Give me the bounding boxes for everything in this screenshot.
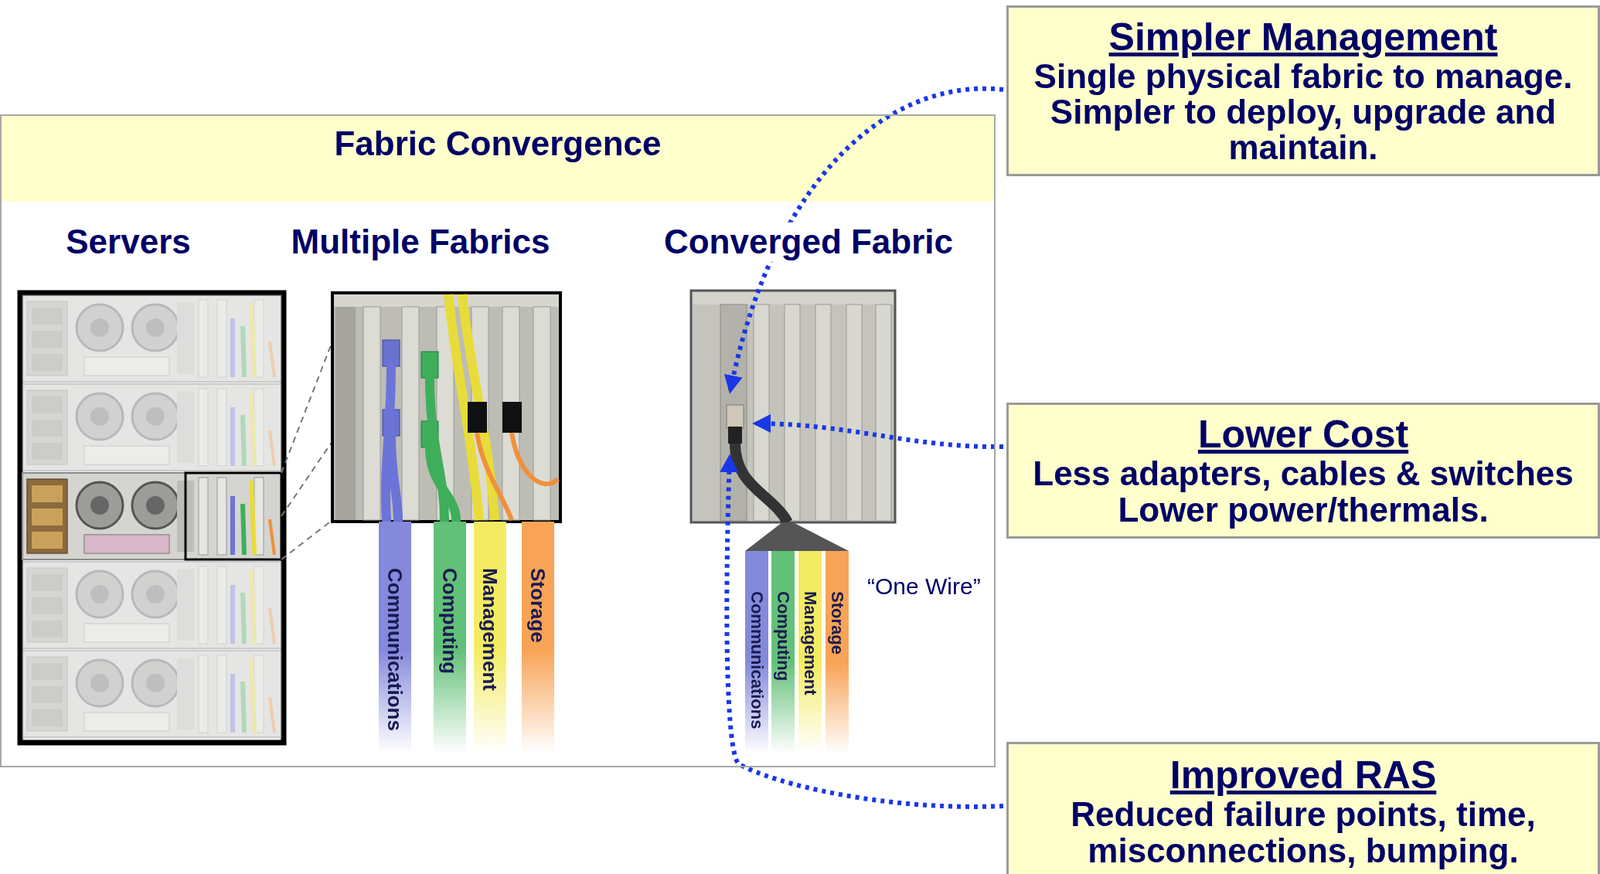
converged-fabric-photo [815,304,831,521]
converged-band: Communications [745,551,769,754]
multiple-fabrics-photo [462,294,495,521]
band-label: Computing [439,568,462,675]
fabric-panel: Fabric ConvergenceCommunications Computin… [0,114,996,768]
column-heading: Multiple Fabrics [286,222,555,263]
server-rack [22,650,282,738]
column-heading: Converged Fabric [659,222,958,263]
multiple-fabrics-photo [533,306,551,521]
zoom-lines [281,341,333,560]
converged-band: Computing [771,551,795,754]
one-wire-fan-out [745,522,849,552]
callout-box: Lower CostLess adapters, cables & switch… [1006,402,1600,539]
callout-heading: Simpler Management [1019,16,1587,59]
server-rack [22,384,282,471]
multiple-fabrics-photo [502,401,522,433]
converged-band: Storage [825,551,849,754]
multiple-fabrics-photo [332,292,561,522]
panel-header-band [0,114,996,202]
converged-fabric-photo [691,290,896,523]
band-label: Storage [827,591,847,655]
callout-box: Simpler ManagementSingle physical fabric… [1006,5,1600,177]
band-label: Communications [384,568,407,732]
multiple-fabrics-photo [511,432,559,484]
server-rack [31,508,63,526]
callout-box: Improved RASReduced failure points, time… [1006,742,1600,874]
fabric-band: Storage [521,521,555,754]
converged-fabric-photo [846,304,862,521]
zoom-lines [281,520,333,560]
server-rack [22,561,282,649]
callout-body: Single physical fabric to manage. Simple… [1019,58,1587,167]
wire-note: “One Wire” [867,573,981,601]
column-heading: Servers [61,222,195,263]
multiple-fabrics-photo [467,401,487,433]
band-label: Computing [773,591,793,681]
callout-body: Reduced failure points, time, misconnect… [1019,796,1587,869]
fabric-band: Communications [378,521,412,754]
multiple-fabrics-photo [401,306,419,521]
converged-fabric-photo [784,304,800,521]
callout-arrow [755,423,1004,447]
converged-fabric-photo [875,304,892,521]
server-rack [20,292,284,743]
fabric-band: Management [473,521,507,754]
multiple-fabrics-photo [429,447,457,521]
band-label: Management [479,568,502,692]
converged-fabric-photo [692,292,894,305]
panel-heading: Fabric Convergence [1,115,995,172]
server-rack [22,473,282,560]
multiple-fabrics-photo [476,432,512,521]
server-rack [84,534,170,554]
callout-arrow [726,457,1004,807]
band-label: Management [800,591,820,695]
callout-heading: Improved RAS [1019,754,1587,797]
server-rack [20,292,284,743]
fabric-band: Computing [433,521,467,754]
callout-body: Less adapters, cables & switches Lower p… [1019,456,1587,528]
server-rack [185,473,282,560]
server-rack [31,485,63,503]
callout-arrows [726,88,1004,807]
multiple-fabrics-photo [391,435,399,521]
converged-fabric-photo [720,304,747,521]
server-rack [27,479,68,554]
multiple-fabrics-photo [363,306,381,521]
band-label: Communications [747,591,766,729]
converged-fabric-photo [735,443,788,523]
converged-fabric-photo [728,426,743,444]
converged-band: Management [798,551,822,754]
server-rack [31,531,63,549]
converged-fabric-photo [726,405,744,429]
band-label: Storage [527,568,550,644]
server-rack [22,295,282,738]
server-rack [22,295,282,382]
converged-fabric-photo [691,290,896,523]
multiple-fabrics-photo [335,306,356,521]
callout-heading: Lower Cost [1019,413,1587,457]
multiple-fabrics-photo [332,292,561,522]
zoom-lines [281,441,333,517]
